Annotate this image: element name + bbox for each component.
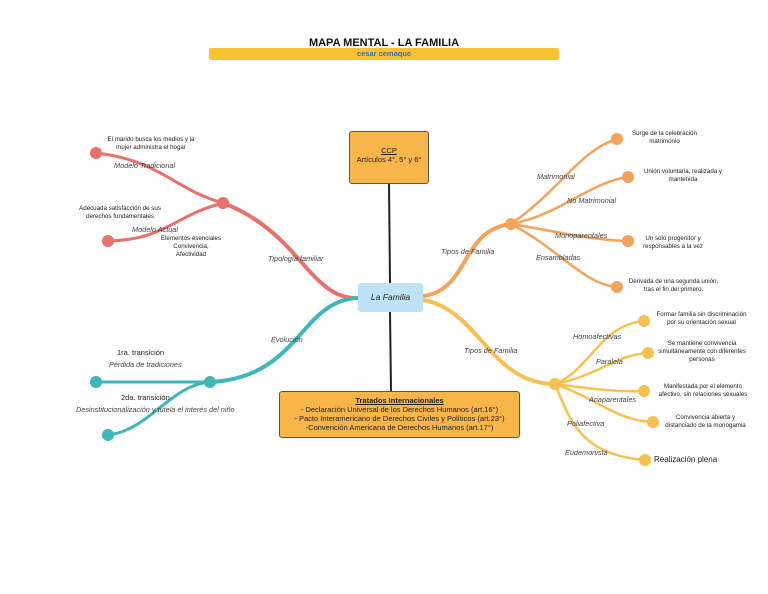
homoafectivas-note-line-2: por su orientación sexual (667, 319, 736, 326)
primera-title: 1ra. transición (117, 348, 165, 357)
elementos-line-2: Convivencia, (173, 243, 209, 250)
monoparentales-note: Un solo progenitor y responsables a la v… (633, 235, 713, 251)
homoafectivas-node[interactable] (638, 315, 650, 327)
evolucion-branch (96, 296, 359, 437)
tipos-a-label: Tipos de Familia (441, 247, 495, 256)
tratados-line-3: -Convención Americana de Derechos Humano… (305, 423, 494, 432)
elementos-line-3: Afectividad (175, 251, 207, 258)
no-matrimonial-node[interactable] (622, 171, 634, 183)
matrimonial-note-line-1: Surge de la celebración (631, 130, 697, 137)
actual-note-line-1: Adecuada satisfacción de sus (79, 205, 161, 212)
tradicional-note-line-1: El marido busca los medios y la (107, 136, 195, 143)
anaparentales-note-line-2: afectivo, sin relaciones sexuales (658, 391, 748, 398)
tradicional-note: El marido busca los medios y la mujer ad… (86, 136, 216, 152)
tratados-heading: Tratados Internacionales (355, 396, 444, 405)
tratados-line-1: - Declaración Universal de los Derechos … (300, 405, 499, 414)
poliafectiva-note: Convivencia abierta y distanciado de la … (658, 414, 753, 430)
paralela-note-line-3: personas (689, 356, 715, 363)
monoparentales-note-line-2: responsables a la vez (643, 243, 703, 250)
primera-node[interactable] (90, 376, 102, 388)
segunda-desc: Desinstitucionalización y tutela el inte… (76, 405, 235, 414)
ccp-text: Artículos 4°, 5° y 6° (356, 155, 422, 164)
no-matrimonial-note-line-1: Unión voluntaria, realizada y (643, 168, 723, 175)
eudemonista-note: Realización plena (654, 455, 718, 464)
center-node[interactable]: La Familia (358, 283, 423, 312)
actual-label: Modelo Actual (132, 225, 178, 234)
tipos-a-branch (422, 137, 629, 298)
eudemonista-node[interactable] (639, 454, 651, 466)
homoafectivas-note-line-1: Formar familia sin discriminación (656, 311, 747, 318)
ensambladas-note-line-2: tras el fin del primero. (643, 286, 704, 293)
paralela-label: Paralela (596, 357, 623, 366)
no-matrimonial-label: No Matrimonial (567, 196, 617, 205)
actual-node[interactable] (102, 235, 114, 247)
paralela-note-line-2: simultáneamente con diferentes (658, 348, 746, 355)
monoparentales-node[interactable] (622, 235, 634, 247)
evolucion-node[interactable] (204, 376, 216, 388)
matrimonial-note-line-2: matrimonio (649, 138, 680, 145)
no-matrimonial-note: Unión voluntaria, realizada y mantenida (633, 168, 733, 184)
ensambladas-node[interactable] (611, 281, 623, 293)
actual-note: Adecuada satisfacción de sus derechos fu… (60, 205, 180, 221)
tipologia-label: Tipología familiar (268, 254, 324, 263)
poliafectiva-note-line-1: Convivencia abierta y (675, 414, 736, 421)
primera-desc: Pérdida de tradiciones (109, 360, 182, 369)
segunda-title: 2da. transición (121, 393, 170, 402)
poliafectiva-node[interactable] (647, 416, 659, 428)
monoparentales-note-line-1: Un solo progenitor y (645, 235, 701, 242)
monoparentales-label: Monoparentales (555, 231, 608, 240)
anaparentales-note: Manifestada por el elemento afectivo, si… (649, 383, 757, 399)
tratados-line-2: - Pacto Interamericano de Derechos Civil… (294, 414, 505, 423)
ensambladas-label: Ensambladas (536, 253, 581, 262)
eudemonista-label: Eudemonista (565, 448, 608, 457)
paralela-note: Se mantiene convivencia simultáneamente … (652, 340, 752, 364)
anaparentales-node[interactable] (638, 385, 650, 397)
ccp-box[interactable]: CCP Artículos 4°, 5° y 6° (349, 131, 429, 184)
connector-ccp (388, 181, 391, 284)
tradicional-label: Modelo Tradicional (114, 161, 176, 170)
anaparentales-label: Anaparentales (589, 395, 637, 404)
ensambladas-note: Derivada de una segunda unión, tras el f… (621, 278, 726, 294)
anaparentales-note-line-1: Manifestada por el elemento (663, 383, 743, 390)
paralela-node[interactable] (642, 347, 654, 359)
homoafectivas-label: Homoafectivas (573, 332, 622, 341)
matrimonial-note: Surge de la celebración matrimonio (622, 130, 707, 146)
tipologia-branch (95, 151, 359, 301)
connector-tratados (389, 311, 392, 392)
matrimonial-label: Matrimonial (537, 172, 575, 181)
homoafectivas-note: Formar familia sin discriminación por su… (649, 311, 754, 327)
tradicional-note-line-2: mujer administra el hogar (116, 144, 186, 151)
tipos-b-branch (422, 298, 654, 462)
ensambladas-note-line-1: Derivada de una segunda unión, (628, 278, 719, 285)
elementos-line-1: Elementos esenciales (160, 235, 222, 242)
paralela-note-line-1: Se mantiene convivencia (667, 340, 737, 347)
ccp-heading: CCP (381, 146, 397, 155)
no-matrimonial-note-line-2: mantenida (668, 176, 698, 183)
author-banner: cesar cemaque (209, 48, 559, 60)
tipos-b-label: Tipos de Familia (464, 346, 518, 355)
elementos-note: Elementos esenciales Convivencia, Afecti… (146, 235, 236, 259)
map-title: MAPA MENTAL - LA FAMILIA (308, 37, 460, 49)
tratados-box[interactable]: Tratados Internacionales - Declaración U… (279, 391, 520, 438)
actual-note-line-2: derechos fundamentales (86, 213, 154, 220)
evolucion-label: Evolución (271, 335, 303, 344)
tipos-b-node[interactable] (549, 378, 561, 390)
tradicional-node[interactable] (90, 147, 102, 159)
segunda-node[interactable] (102, 429, 114, 441)
tipos-a-node[interactable] (505, 218, 517, 230)
poliafectiva-label: Poliafectiva (567, 419, 605, 428)
tipologia-node[interactable] (217, 197, 229, 209)
poliafectiva-note-line-2: distanciado de la monogamia (665, 422, 746, 429)
matrimonial-node[interactable] (611, 133, 623, 145)
